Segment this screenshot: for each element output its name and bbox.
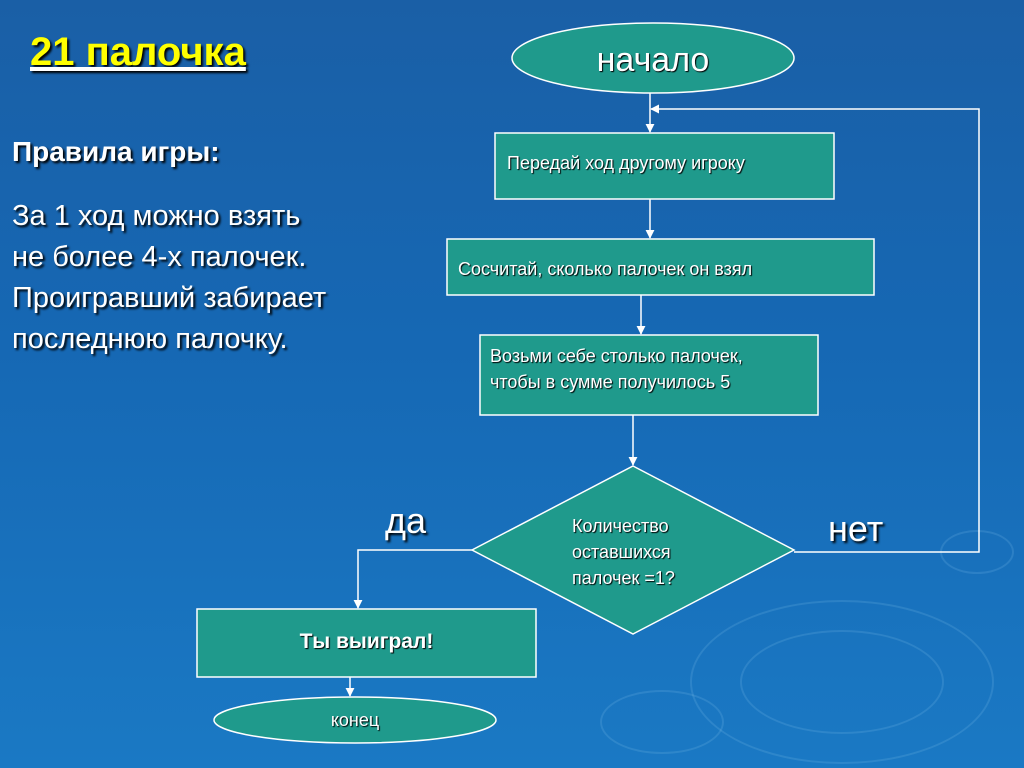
background-ripple (600, 690, 724, 754)
step3-line: Возьми себе столько палочек, (490, 346, 743, 366)
slide-title: 21 палочка (30, 30, 246, 74)
end-oval (213, 696, 497, 744)
decision-label: Количество оставшихся палочек =1? (572, 513, 675, 591)
rules-line: последнюю палочку. (12, 323, 288, 355)
win-label: Ты выиграл! (299, 630, 434, 653)
start-oval (511, 22, 795, 94)
background-ripple (740, 630, 944, 734)
rules-line: Проигравший забирает (12, 282, 327, 314)
arrow-no-loop (650, 104, 980, 553)
decision-line: Количество (572, 516, 669, 536)
step1-box (494, 132, 835, 200)
end-label: конец (330, 710, 380, 730)
arrow-yes-win (353, 549, 472, 609)
decision-line: оставшихся (572, 542, 671, 562)
step3-label: Возьми себе столько палочек, чтобы в сум… (490, 343, 743, 395)
step3-box (479, 334, 819, 416)
step2-label: Сосчитай, сколько палочек он взял (458, 259, 753, 279)
rules-line: За 1 ход можно взять (12, 200, 301, 232)
step2-box (446, 238, 875, 296)
rules-text: За 1 ход можно взять не более 4-х палоче… (12, 196, 326, 360)
background-ripple (690, 600, 994, 764)
rules-line: не более 4-х палочек. (12, 241, 307, 273)
no-label: нет (828, 508, 884, 549)
step1-label: Передай ход другому игроку (507, 153, 745, 173)
step3-line: чтобы в сумме получилось 5 (490, 372, 731, 392)
yes-label: да (385, 500, 427, 541)
decision-diamond (470, 465, 796, 635)
start-label: начало (596, 41, 710, 79)
win-box (196, 608, 537, 678)
rules-heading: Правила игры: (12, 136, 220, 167)
decision-line: палочек =1? (572, 568, 675, 588)
